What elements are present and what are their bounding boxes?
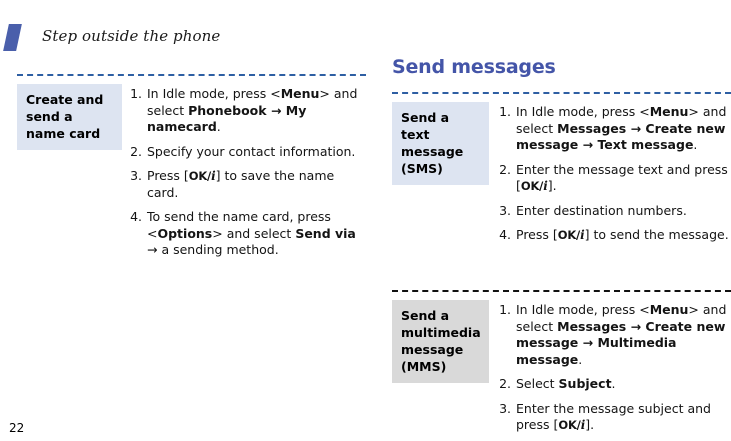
step-number: 2. [130, 143, 142, 159]
emphasis-text: Text message [597, 137, 694, 152]
plain-text: > and select [147, 86, 358, 118]
plain-text: . [590, 417, 595, 432]
step-number: 3. [499, 202, 511, 218]
step-text: In Idle mode, press <Menu> and select Me… [516, 302, 731, 368]
emphasis-text: Messages [557, 318, 627, 334]
emphasis-text: Menu [649, 302, 689, 317]
left-column-top-divider [17, 74, 366, 76]
entry-label-create-name-card: Create and send a name card [17, 84, 122, 150]
step-number: 1. [130, 86, 142, 101]
ok-key-icon: [OK/i] [183, 168, 221, 183]
entry-send-text-message: Send a text message (SMS) 1. In Idle mode… [392, 102, 731, 244]
plain-text: . [693, 137, 698, 152]
right-column-top-divider [392, 92, 731, 94]
step-item: 1. In Idle mode, press <Menu> and select … [125, 86, 366, 136]
emphasis-text: Subject [558, 376, 612, 391]
emphasis-text: Messages [557, 120, 627, 136]
step-number: 1. [499, 302, 511, 317]
plain-text: . [216, 119, 221, 134]
step-item: 1. In Idle mode, press <Menu> and select … [494, 302, 731, 368]
page-number: 22 [9, 421, 25, 435]
plain-text: Press [516, 227, 553, 242]
step-item: 4. Press [OK/i] to send the message. [494, 227, 731, 244]
step-text: Enter the message subject and press [OK/… [516, 401, 731, 434]
step-item: 3. Press [OK/i] to save the name card. [125, 168, 366, 201]
step-text: To send the name card, press <Options> a… [147, 209, 366, 259]
plain-text: to send the message. [589, 227, 729, 242]
step-item: 4. To send the name card, press <Options>… [125, 209, 366, 259]
step-item: 3. Enter the message subject and press [O… [494, 401, 731, 434]
plain-text: → a sending method. [147, 242, 279, 257]
plain-text: . [578, 351, 583, 367]
plain-text: . [552, 178, 557, 193]
running-header-title: Step outside the phone [42, 27, 221, 45]
entry-steps-send-text-message: 1. In Idle mode, press <Menu> and select … [489, 102, 731, 244]
entry-label-send-multimedia-message: Send a multimedia message (MMS) [392, 300, 489, 383]
plain-text: to save the name card. [147, 168, 335, 200]
emphasis-text: → [578, 137, 598, 152]
plain-text: In Idle mode, press < [516, 302, 650, 317]
emphasis-text: → [578, 335, 598, 350]
plain-text: In Idle mode, press < [147, 86, 281, 101]
entry-label-send-text-message: Send a text message (SMS) [392, 102, 489, 185]
right-column-mid-divider [392, 290, 731, 292]
step-item: 2. Enter the message text and press [OK/i… [494, 162, 731, 195]
entry-create-name-card: Create and send a name card 1. In Idle mo… [17, 84, 366, 259]
plain-text: To send the name card, press < [147, 209, 331, 241]
plain-text: Enter destination numbers. [516, 202, 687, 218]
step-number: 2. [499, 161, 511, 177]
emphasis-text: Multimedia message [516, 335, 677, 367]
plain-text: > and select [516, 302, 727, 334]
header-accent-mark [3, 24, 22, 51]
step-number: 4. [499, 227, 511, 242]
step-text: Press [OK/i] to save the name card. [147, 168, 366, 201]
step-text: Specify your contact information. [147, 144, 366, 161]
emphasis-text: Menu [649, 104, 689, 119]
plain-text: . [611, 376, 616, 391]
step-item: 2. Select Subject. [494, 376, 731, 393]
plain-text: Enter the message subject and press [516, 400, 711, 433]
ok-key-icon: [OK/i] [516, 178, 553, 193]
emphasis-text: Create new message [516, 318, 726, 351]
plain-text: In Idle mode, press < [516, 104, 650, 119]
running-header: Step outside the phone [0, 24, 731, 52]
plain-text: Press [147, 168, 184, 183]
ok-key-icon: [OK/i] [553, 417, 591, 432]
emphasis-text: → [626, 318, 646, 334]
step-text: Enter the message text and press [OK/i]. [516, 162, 731, 195]
plain-text: Enter the message text and press [516, 161, 728, 177]
emphasis-text: Create new message [516, 120, 726, 153]
plain-text: Select [516, 376, 559, 391]
plain-text: Specify your contact information. [147, 143, 356, 159]
step-item: 1. In Idle mode, press <Menu> and select … [494, 104, 731, 154]
step-text: Select Subject. [516, 376, 731, 393]
plain-text: > and select [516, 104, 727, 136]
step-text: Press [OK/i] to send the message. [516, 227, 731, 244]
emphasis-text: Menu [280, 86, 320, 101]
step-item: 2. Specify your contact information. [125, 144, 366, 161]
step-text: In Idle mode, press <Menu> and select Ph… [147, 86, 366, 136]
step-number: 2. [499, 376, 511, 391]
entry-send-multimedia-message: Send a multimedia message (MMS) 1. In Idl… [392, 300, 731, 434]
section-heading-send-messages: Send messages [392, 56, 556, 78]
emphasis-text: Options [157, 225, 213, 241]
step-number: 4. [130, 209, 142, 224]
emphasis-text: → [266, 102, 286, 118]
step-text: In Idle mode, press <Menu> and select Me… [516, 104, 731, 154]
emphasis-text: → [626, 120, 646, 136]
entry-steps-send-multimedia-message: 1. In Idle mode, press <Menu> and select … [489, 300, 731, 434]
step-number: 3. [130, 168, 142, 183]
step-number: 1. [499, 104, 511, 119]
emphasis-text: Phonebook [188, 102, 267, 118]
step-number: 3. [499, 400, 511, 416]
step-text: Enter destination numbers. [516, 203, 731, 220]
emphasis-text: Send via [295, 225, 356, 241]
step-item: 3. Enter destination numbers. [494, 203, 731, 220]
entry-steps-create-name-card: 1. In Idle mode, press <Menu> and select … [122, 84, 366, 259]
plain-text: > and select [212, 225, 296, 241]
emphasis-text: My namecard [147, 102, 307, 135]
ok-key-icon: [OK/i] [552, 227, 590, 242]
